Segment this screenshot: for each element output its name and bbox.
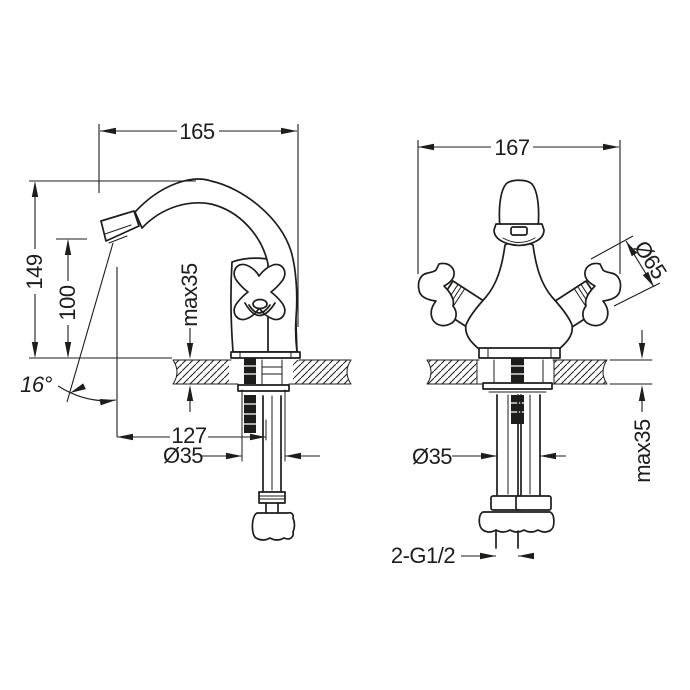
dim-dia35-side: Ø35 xyxy=(163,443,320,468)
dim-dia35-front: Ø35 xyxy=(412,444,566,469)
dim-dia35-side-label: Ø35 xyxy=(163,443,203,468)
dim-angle-16: 16° xyxy=(20,242,118,437)
front-base-ticks xyxy=(487,348,552,358)
dim-dia65-label: Ø65 xyxy=(629,236,672,283)
side-shank-extension-lines xyxy=(241,389,286,462)
side-handle-boss xyxy=(252,298,268,310)
front-counter-extension-lines xyxy=(609,359,653,385)
front-hose-highlights xyxy=(507,394,531,495)
front-mounting-hardware xyxy=(478,358,555,549)
side-base-plate xyxy=(230,351,301,359)
front-hose-bodies xyxy=(496,394,541,497)
front-thread-tails xyxy=(495,530,519,549)
side-shank-tube xyxy=(261,359,283,385)
side-hose-neck xyxy=(265,502,279,514)
front-base-plate xyxy=(478,347,561,359)
side-hose-connector xyxy=(258,491,286,504)
side-stud-threads xyxy=(244,365,256,425)
dim-max35-side-label: max35 xyxy=(177,263,202,327)
dim-thread-2-g12: 2-G1/2 xyxy=(391,543,534,568)
side-counter xyxy=(172,359,352,385)
dim-dia35-front-label: Ø35 xyxy=(412,444,452,469)
dim-max35-front-label: max35 xyxy=(630,419,655,483)
front-view: 167 Ø65 max35 Ø35 xyxy=(391,135,672,568)
side-mounting-plate xyxy=(237,384,290,392)
front-counter-borders xyxy=(426,359,608,385)
front-hose-fitting-right xyxy=(515,495,552,511)
side-hose-body xyxy=(262,395,282,493)
side-view: 165 149 100 max35 xyxy=(20,119,352,541)
dim-167: 167 xyxy=(417,135,621,274)
front-supply-hoses xyxy=(478,394,555,549)
front-counter-hatch-left xyxy=(427,360,477,384)
side-mounting-hardware xyxy=(237,358,296,541)
dim-149-label: 149 xyxy=(22,254,47,289)
front-threaded-stud-upper xyxy=(511,358,524,384)
dim-149: 149 xyxy=(22,180,196,359)
dim-thread-2-g12-label: 2-G1/2 xyxy=(391,543,456,568)
side-nozzle xyxy=(100,210,140,242)
side-counter-borders xyxy=(172,359,352,385)
side-counter-hatch-right xyxy=(293,360,351,384)
dim-127: 127 xyxy=(117,423,266,448)
side-handle-skirt xyxy=(244,302,276,317)
dim-167-label: 167 xyxy=(494,135,529,160)
dim-165-label: 165 xyxy=(179,119,214,144)
side-hose-connector-lines xyxy=(258,495,286,500)
dim-angle-16-label: 16° xyxy=(20,372,52,397)
dim-max35-front: max35 xyxy=(630,330,655,483)
front-shank-tube xyxy=(493,359,544,385)
dim-165: 165 xyxy=(98,119,299,327)
front-mounting-plate xyxy=(482,382,553,390)
front-counter-hatch-right xyxy=(554,360,607,384)
side-faucet xyxy=(100,178,301,359)
side-base-ticks xyxy=(239,351,292,359)
front-aerator-insert xyxy=(510,226,528,236)
front-spout-dome xyxy=(498,179,540,230)
dim-100-label: 100 xyxy=(55,285,80,320)
dim-max35-side: max35 xyxy=(177,263,202,412)
front-stud-threads xyxy=(511,365,524,413)
side-dimensions: 165 149 100 max35 xyxy=(20,119,320,468)
dim-127-label: 127 xyxy=(171,423,206,448)
front-faucet xyxy=(417,179,622,359)
side-supply-hose xyxy=(251,395,296,541)
side-hose-nut xyxy=(251,511,296,541)
dim-100: 100 xyxy=(55,238,87,358)
front-body xyxy=(464,240,574,351)
front-mounting-nut-lines xyxy=(485,388,550,393)
side-spout xyxy=(134,178,298,353)
front-counter xyxy=(426,359,653,385)
side-threaded-stud-upper xyxy=(244,358,256,384)
front-aerator-arc xyxy=(502,237,536,243)
side-nozzle-steps xyxy=(104,224,132,244)
front-hose-nut xyxy=(478,511,555,533)
side-counter-hatch-left xyxy=(173,360,229,384)
